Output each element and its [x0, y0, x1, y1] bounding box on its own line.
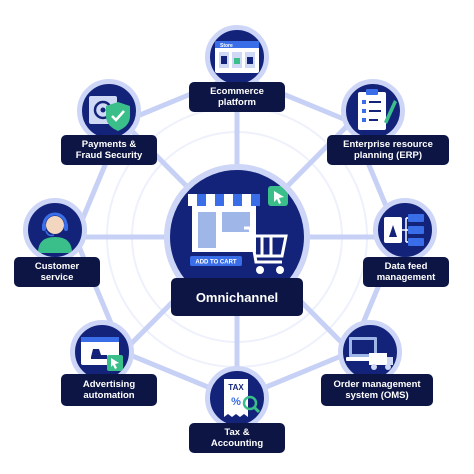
- payments-node: [77, 79, 141, 143]
- svg-text:%: %: [231, 396, 241, 408]
- ecommerce-node: Store: [205, 25, 269, 89]
- customer-service-node: [23, 198, 87, 262]
- payments-label: Payments & Fraud Security: [61, 135, 157, 165]
- data-feed-icon: [384, 214, 424, 246]
- storefront-cart-icon: ADD TO CART: [188, 186, 288, 274]
- customer-service-label: Customer service: [14, 257, 100, 287]
- add-to-cart-badge: [190, 256, 242, 266]
- data-feed-label: Data feed management: [363, 257, 449, 287]
- safe-shield-icon: [89, 96, 130, 131]
- checklist-icon: [358, 89, 397, 130]
- tax-receipt-icon: TAX %: [224, 379, 261, 417]
- data-feed-node: [373, 198, 437, 262]
- erp-label: Enterprise resource planning (ERP): [327, 135, 449, 165]
- center-label: Omnichannel: [171, 278, 303, 316]
- advertising-label: Advertising automation: [61, 374, 157, 406]
- ad-cursor-icon: [81, 337, 123, 371]
- add-to-cart-text: ADD TO CART: [195, 260, 237, 266]
- store-icon: Store: [215, 41, 259, 73]
- tax-label: Tax & Accounting: [189, 423, 285, 453]
- store-text: Store: [220, 43, 233, 49]
- ecommerce-label: Ecommerce platform: [189, 82, 285, 112]
- oms-label: Order management system (OMS): [321, 374, 433, 406]
- tax-node: TAX %: [205, 366, 269, 430]
- erp-node: [341, 79, 405, 143]
- oms-node: [338, 320, 402, 384]
- laptop-truck-icon: [346, 337, 393, 370]
- headset-agent-icon: [38, 212, 72, 253]
- cart-icon: [244, 226, 288, 264]
- tax-text: TAX: [228, 383, 244, 392]
- awning: [188, 194, 260, 206]
